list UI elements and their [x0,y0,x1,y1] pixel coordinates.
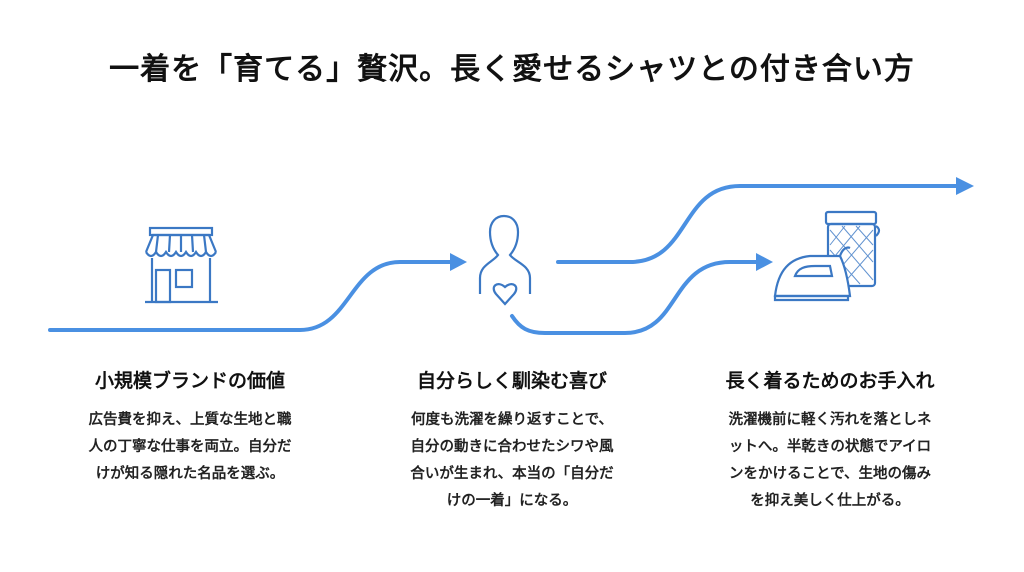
iron-laundry-net-icon [773,210,881,302]
arrowhead-2 [956,177,974,195]
step-body: 洗濯機前に軽く汚れを落としネ ットへ。半乾きの状態でアイロ ンをかけることで、生… [728,412,932,509]
person-heart-icon [478,214,532,306]
flow-arrow-3 [510,260,760,335]
flow-arrow-1 [48,260,454,332]
page-title: 一着を「育てる」贅沢。長く愛せるシャツとの付き合い方 [109,52,915,87]
step-person: 自分らしく馴染む喜び 何度も洗濯を繰り返すことで、 自分の動きに合わせたシワや風… [362,366,662,515]
step-body: 広告費を抑え、上質な生地と職 人の丁寧な仕事を両立。自分だ けが知る隠れた名品を… [88,412,292,482]
arrowhead-3 [756,253,773,271]
step-heading: 自分らしく馴染む喜び [416,370,607,392]
store-icon [144,226,218,304]
step-store: 小規模ブランドの価値 広告費を抑え、上質な生地と職 人の丁寧な仕事を両立。自分だ… [40,366,340,488]
step-body: 何度も洗濯を繰り返すことで、 自分の動きに合わせたシワや風 合いが生まれ、本当の… [410,412,614,509]
flow-arrow-2 [556,184,960,264]
step-care: 長く着るためのお手入れ 洗濯機前に軽く汚れを落としネ ットへ。半乾きの状態でアイ… [680,366,980,515]
arrowhead-1 [450,253,467,271]
step-heading: 長く着るためのお手入れ [725,370,935,392]
step-heading: 小規模ブランドの価値 [94,370,285,392]
